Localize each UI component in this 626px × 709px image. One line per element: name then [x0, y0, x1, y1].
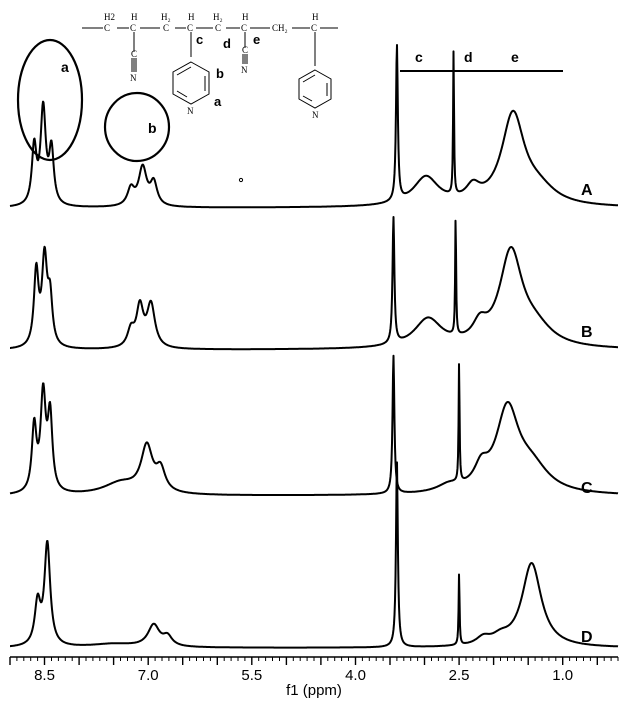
atom-c: C [241, 23, 247, 33]
atom-h: H [312, 12, 319, 22]
annotation-label-b: b [148, 120, 157, 136]
series-label-d: D [581, 629, 593, 646]
series-label-c: C [581, 480, 593, 497]
structure-label-c: c [196, 32, 203, 47]
atom-c: C [187, 23, 193, 33]
x-tick-label: 2.5 [449, 667, 470, 684]
x-tick-label: 8.5 [34, 667, 55, 684]
x-tick-label: 4.0 [345, 667, 366, 684]
annotation-label-a: a [61, 59, 69, 75]
backbone [82, 27, 338, 109]
chemical-structure: H2 C H C H₂ C H C H₂ C H C CH₂ H C C N C… [82, 12, 338, 120]
annotation-ellipse-b [103, 91, 171, 163]
atom-h2: H₂ [213, 12, 223, 22]
atom-n: N [130, 73, 137, 83]
region-label-c: c [415, 49, 423, 65]
atom-h: H [188, 12, 195, 22]
atom-c: C [215, 23, 221, 33]
series-label-a: A [581, 182, 593, 199]
x-axis-label: f1 (ppm) [286, 682, 342, 699]
structure-label-a: a [214, 94, 222, 109]
spectrum-trace-b [9, 216, 619, 351]
structure-label-d: d [223, 36, 231, 51]
atom-n: N [241, 65, 248, 75]
atom-h2: H₂ [161, 12, 171, 22]
stray-dot [238, 177, 244, 183]
region-label-e: e [511, 49, 519, 65]
ring-double-bond [176, 66, 192, 76]
atom-h: H [242, 12, 249, 22]
ring-double-bond [176, 90, 188, 98]
pyridine-ring [298, 69, 332, 109]
atom-c: C [163, 23, 169, 33]
series-label-b: B [581, 324, 593, 341]
region-label-d: d [464, 49, 473, 65]
spectrum-trace-a [9, 44, 619, 209]
x-axis: 8.5 7.0 5.5 4.0 2.5 1.0 [9, 656, 619, 684]
atom-ch2: CH₂ [272, 23, 288, 33]
pyridine-ring [172, 61, 210, 105]
annotation-circle-a: a [16, 38, 84, 162]
atom-c: C [311, 23, 317, 33]
atom-c: C [104, 23, 110, 33]
atom-n-ring: N [187, 106, 194, 116]
atom-c: C [131, 49, 137, 59]
structure-label-e: e [253, 32, 260, 47]
x-tick-label: 1.0 [552, 667, 573, 684]
x-tick-label: 7.0 [138, 667, 159, 684]
x-tick-label: 5.5 [241, 667, 262, 684]
series-labels: A B C D [581, 182, 593, 646]
ring-double-bond [302, 74, 316, 83]
annotation-ellipse-a [16, 38, 84, 162]
atom-n-ring: N [312, 110, 319, 120]
atom-h2: H2 [104, 12, 115, 22]
atom-h: H [131, 12, 138, 22]
annotation-circle-b: b [103, 91, 171, 163]
spectrum-traces [9, 44, 619, 649]
structure-label-b: b [216, 66, 224, 81]
spectrum-trace-c [9, 354, 619, 496]
atom-c: C [130, 23, 136, 33]
spectrum-trace-d [9, 461, 619, 649]
atom-c: C [242, 45, 248, 55]
region-marker: c d e [400, 49, 563, 72]
ring-double-bond [302, 95, 313, 102]
